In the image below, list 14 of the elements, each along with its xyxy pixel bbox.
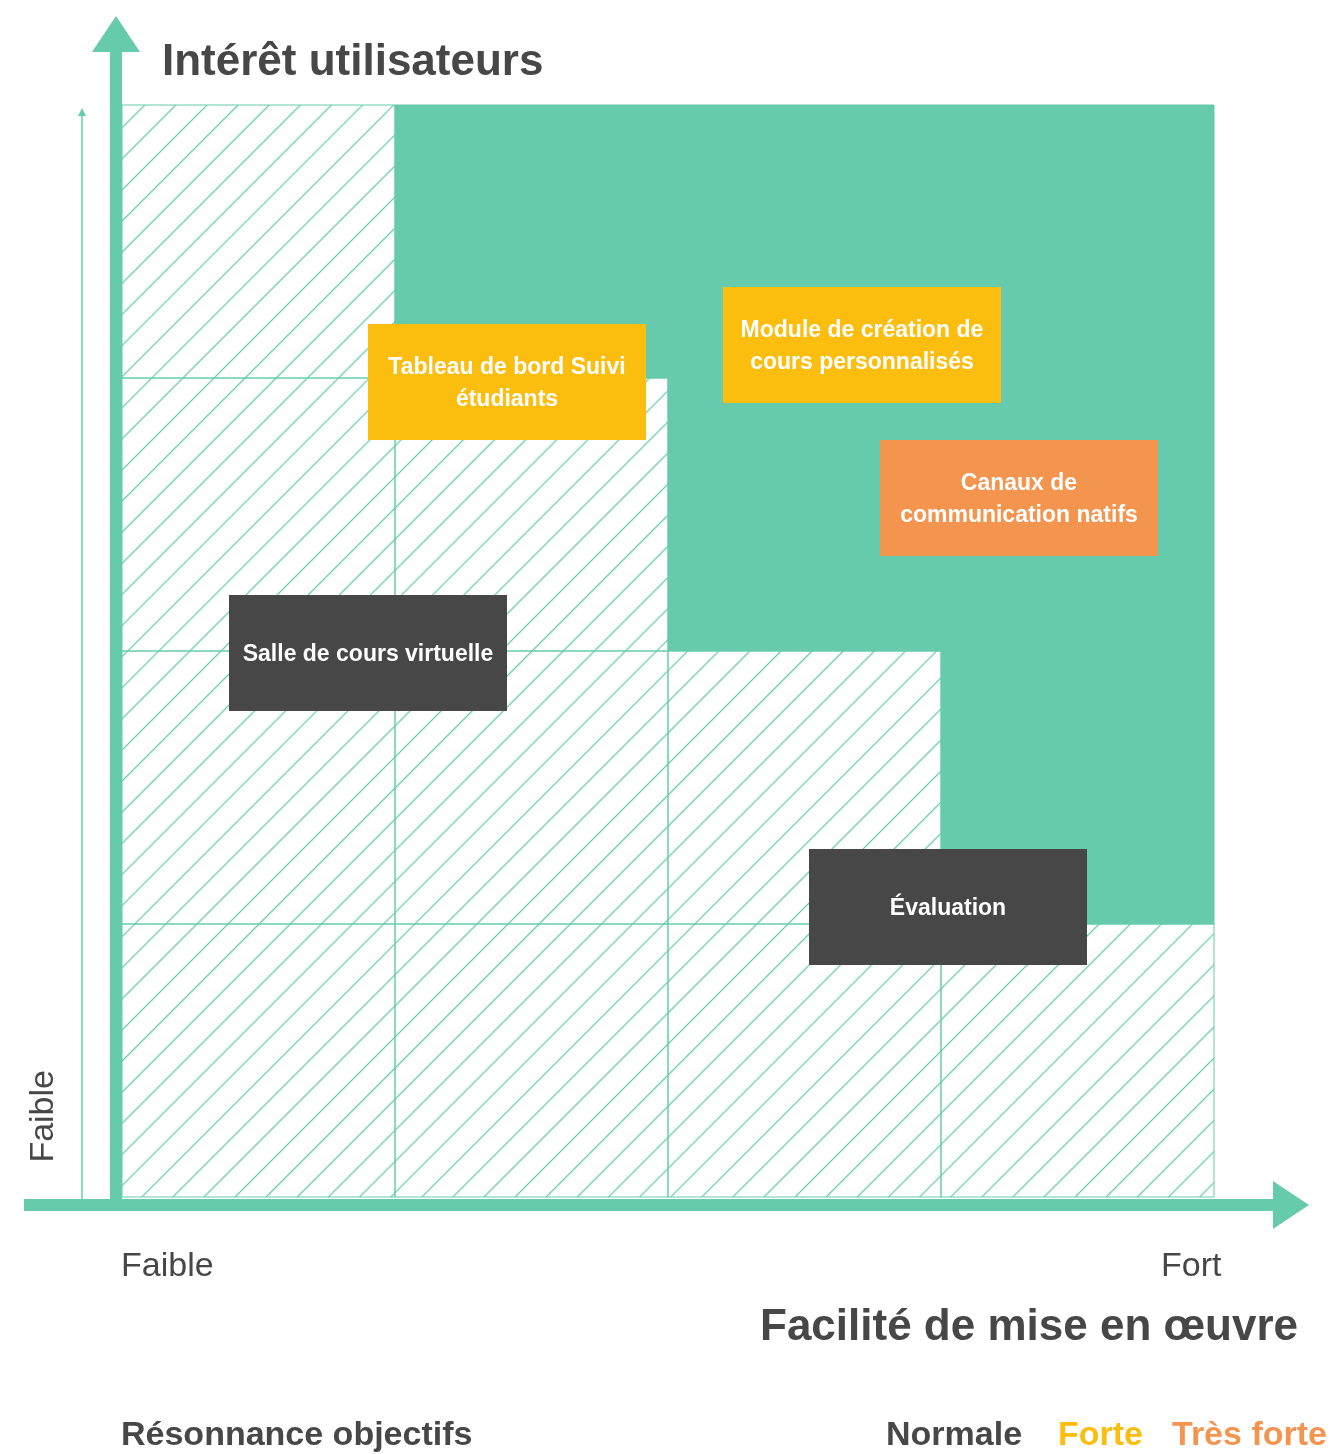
feature-box: Évaluation <box>809 849 1087 965</box>
feature-box: Tableau de bord Suivi étudiants <box>368 324 646 440</box>
legend-entry: Très forte <box>1172 1414 1327 1453</box>
legend-entry: Forte <box>1058 1414 1143 1453</box>
feature-box: Canaux de communication natifs <box>880 440 1158 556</box>
x-axis-max-label: Fort <box>1161 1245 1222 1284</box>
legend-title: Résonnance objectifs <box>121 1414 473 1453</box>
feature-box: Module de création de cours personnalisés <box>723 287 1001 403</box>
legend-entry: Normale <box>886 1414 1023 1453</box>
x-axis-title: Facilité de mise en œuvre <box>760 1300 1298 1350</box>
feature-box: Salle de cours virtuelle <box>229 595 507 711</box>
y-axis-min-label: Faible <box>22 1070 61 1163</box>
y-axis-title: Intérêt utilisateurs <box>162 35 544 85</box>
x-axis-min-label: Faible <box>121 1245 214 1284</box>
